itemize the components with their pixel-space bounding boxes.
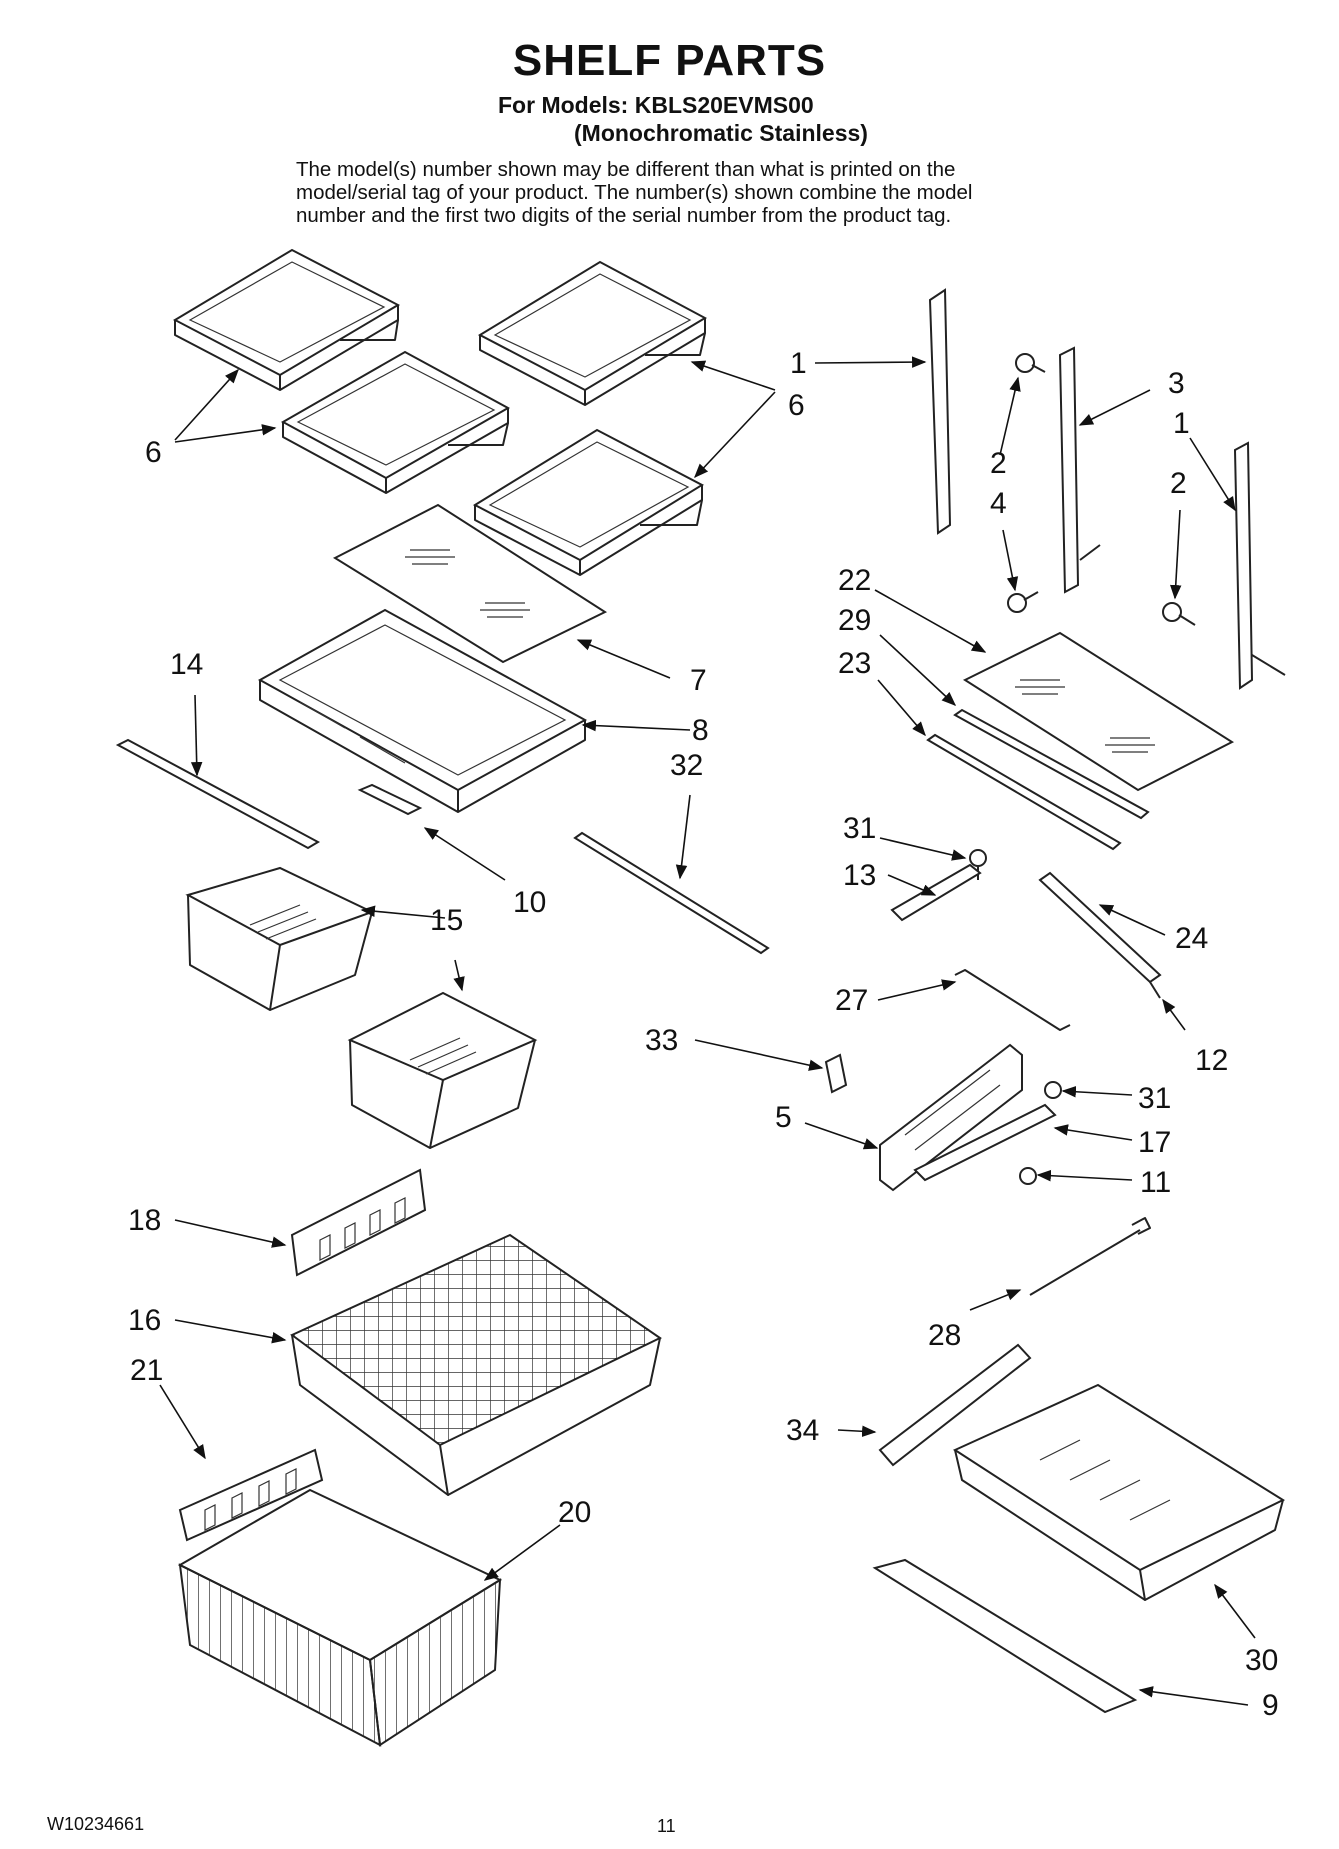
callout-16: 16 (128, 1304, 161, 1337)
page-number: 11 (657, 1816, 676, 1836)
callout-20: 20 (558, 1496, 591, 1529)
callout-3: 3 (1168, 367, 1185, 400)
clip-part-33 (824, 1053, 848, 1094)
shelf-part-6a (172, 248, 401, 391)
wire-basket-part-20 (177, 1488, 503, 1747)
callout-6: 6 (145, 436, 162, 469)
callout-1: 1 (790, 347, 807, 380)
leader-lines (159, 356, 1256, 1706)
page-title: SHELF PARTS (512, 36, 827, 85)
callout-31: 31 (1138, 1082, 1171, 1115)
callout-7: 7 (690, 664, 707, 697)
divider-part-18 (290, 1168, 427, 1277)
callout-34: 34 (786, 1414, 819, 1447)
support-part-24 (1038, 871, 1162, 984)
glass-shelf-part-7 (332, 503, 608, 664)
callout-2: 2 (990, 447, 1007, 480)
callout-27: 27 (835, 984, 868, 1017)
callout-9: 9 (1262, 1689, 1279, 1722)
shelf-trim-part-14 (115, 738, 321, 850)
screw-part-31a (969, 849, 987, 880)
wire-part-28 (1029, 1217, 1151, 1296)
callout-24: 24 (1175, 922, 1208, 955)
screw-part-2a (1015, 353, 1046, 373)
callout-8: 8 (692, 714, 709, 747)
bracket-part-10 (357, 783, 423, 816)
callout-1: 1 (1173, 407, 1190, 440)
notice-line: The model(s) number shown may be differe… (296, 158, 956, 181)
document-code: W10234661 (47, 1814, 145, 1834)
trim-part-29 (953, 708, 1150, 820)
rail-part-3 (1058, 346, 1080, 594)
crisper-part-15a (185, 866, 375, 1011)
cover-part-17 (913, 1103, 1057, 1182)
callout-29: 29 (838, 604, 871, 637)
wire-part-27 (954, 969, 1071, 1031)
callout-2: 2 (1170, 467, 1187, 500)
callout-15: 15 (430, 904, 463, 937)
callout-31: 31 (843, 812, 876, 845)
callout-12: 12 (1195, 1044, 1228, 1077)
divider-part-21 (178, 1448, 324, 1542)
callout-4: 4 (990, 487, 1007, 520)
shelf-part-6c (280, 350, 511, 494)
trim-part-23 (926, 733, 1122, 851)
shelf-part-6d (472, 428, 705, 576)
drawer-front-part-9 (872, 1558, 1138, 1714)
callout-13: 13 (843, 859, 876, 892)
wire-basket-part-16 (290, 1233, 662, 1496)
model-notice: The model(s) number shown may be differe… (296, 158, 1076, 227)
screw-part-4 (1007, 591, 1039, 613)
callout-6: 6 (788, 389, 805, 422)
glass-shelf-part-22 (962, 631, 1235, 792)
rail-part-1a (928, 288, 952, 535)
callout-14: 14 (170, 648, 203, 681)
callout-5: 5 (775, 1101, 792, 1134)
callout-21: 21 (130, 1354, 163, 1387)
crisper-part-15b (347, 991, 538, 1149)
callout-11: 11 (1140, 1166, 1171, 1199)
screw-part-2b (1162, 602, 1196, 626)
notice-line: model/serial tag of your product. The nu… (296, 181, 973, 204)
housing-part-5 (879, 1043, 1023, 1192)
callout-10: 10 (513, 886, 546, 919)
callout-23: 23 (838, 647, 871, 680)
shelf-part-6b (477, 260, 708, 406)
callout-33: 33 (645, 1024, 678, 1057)
pan-part-30 (952, 1383, 1286, 1601)
model-line: For Models: KBLS20EVMS00 (498, 92, 814, 118)
screw-part-11 (1019, 1167, 1037, 1185)
callout-18: 18 (128, 1204, 161, 1237)
variant-line: (Monochromatic Stainless) (574, 120, 868, 146)
callout-32: 32 (670, 749, 703, 782)
callout-28: 28 (928, 1319, 961, 1352)
screw-part-31b (1044, 1081, 1062, 1099)
seal-strip-part-32 (573, 831, 770, 955)
callout-17: 17 (1138, 1126, 1171, 1159)
callout-labels: 6 6 1 3 1 2 2 4 22 29 23 7 8 14 32 10 15… (128, 347, 1279, 1722)
notice-line: number and the first two digits of the s… (296, 204, 952, 227)
callout-22: 22 (838, 564, 871, 597)
lens-part-34 (878, 1343, 1032, 1467)
rail-part-1b (1233, 441, 1254, 690)
callout-30: 30 (1245, 1644, 1278, 1677)
bracket-part-13 (890, 863, 982, 922)
